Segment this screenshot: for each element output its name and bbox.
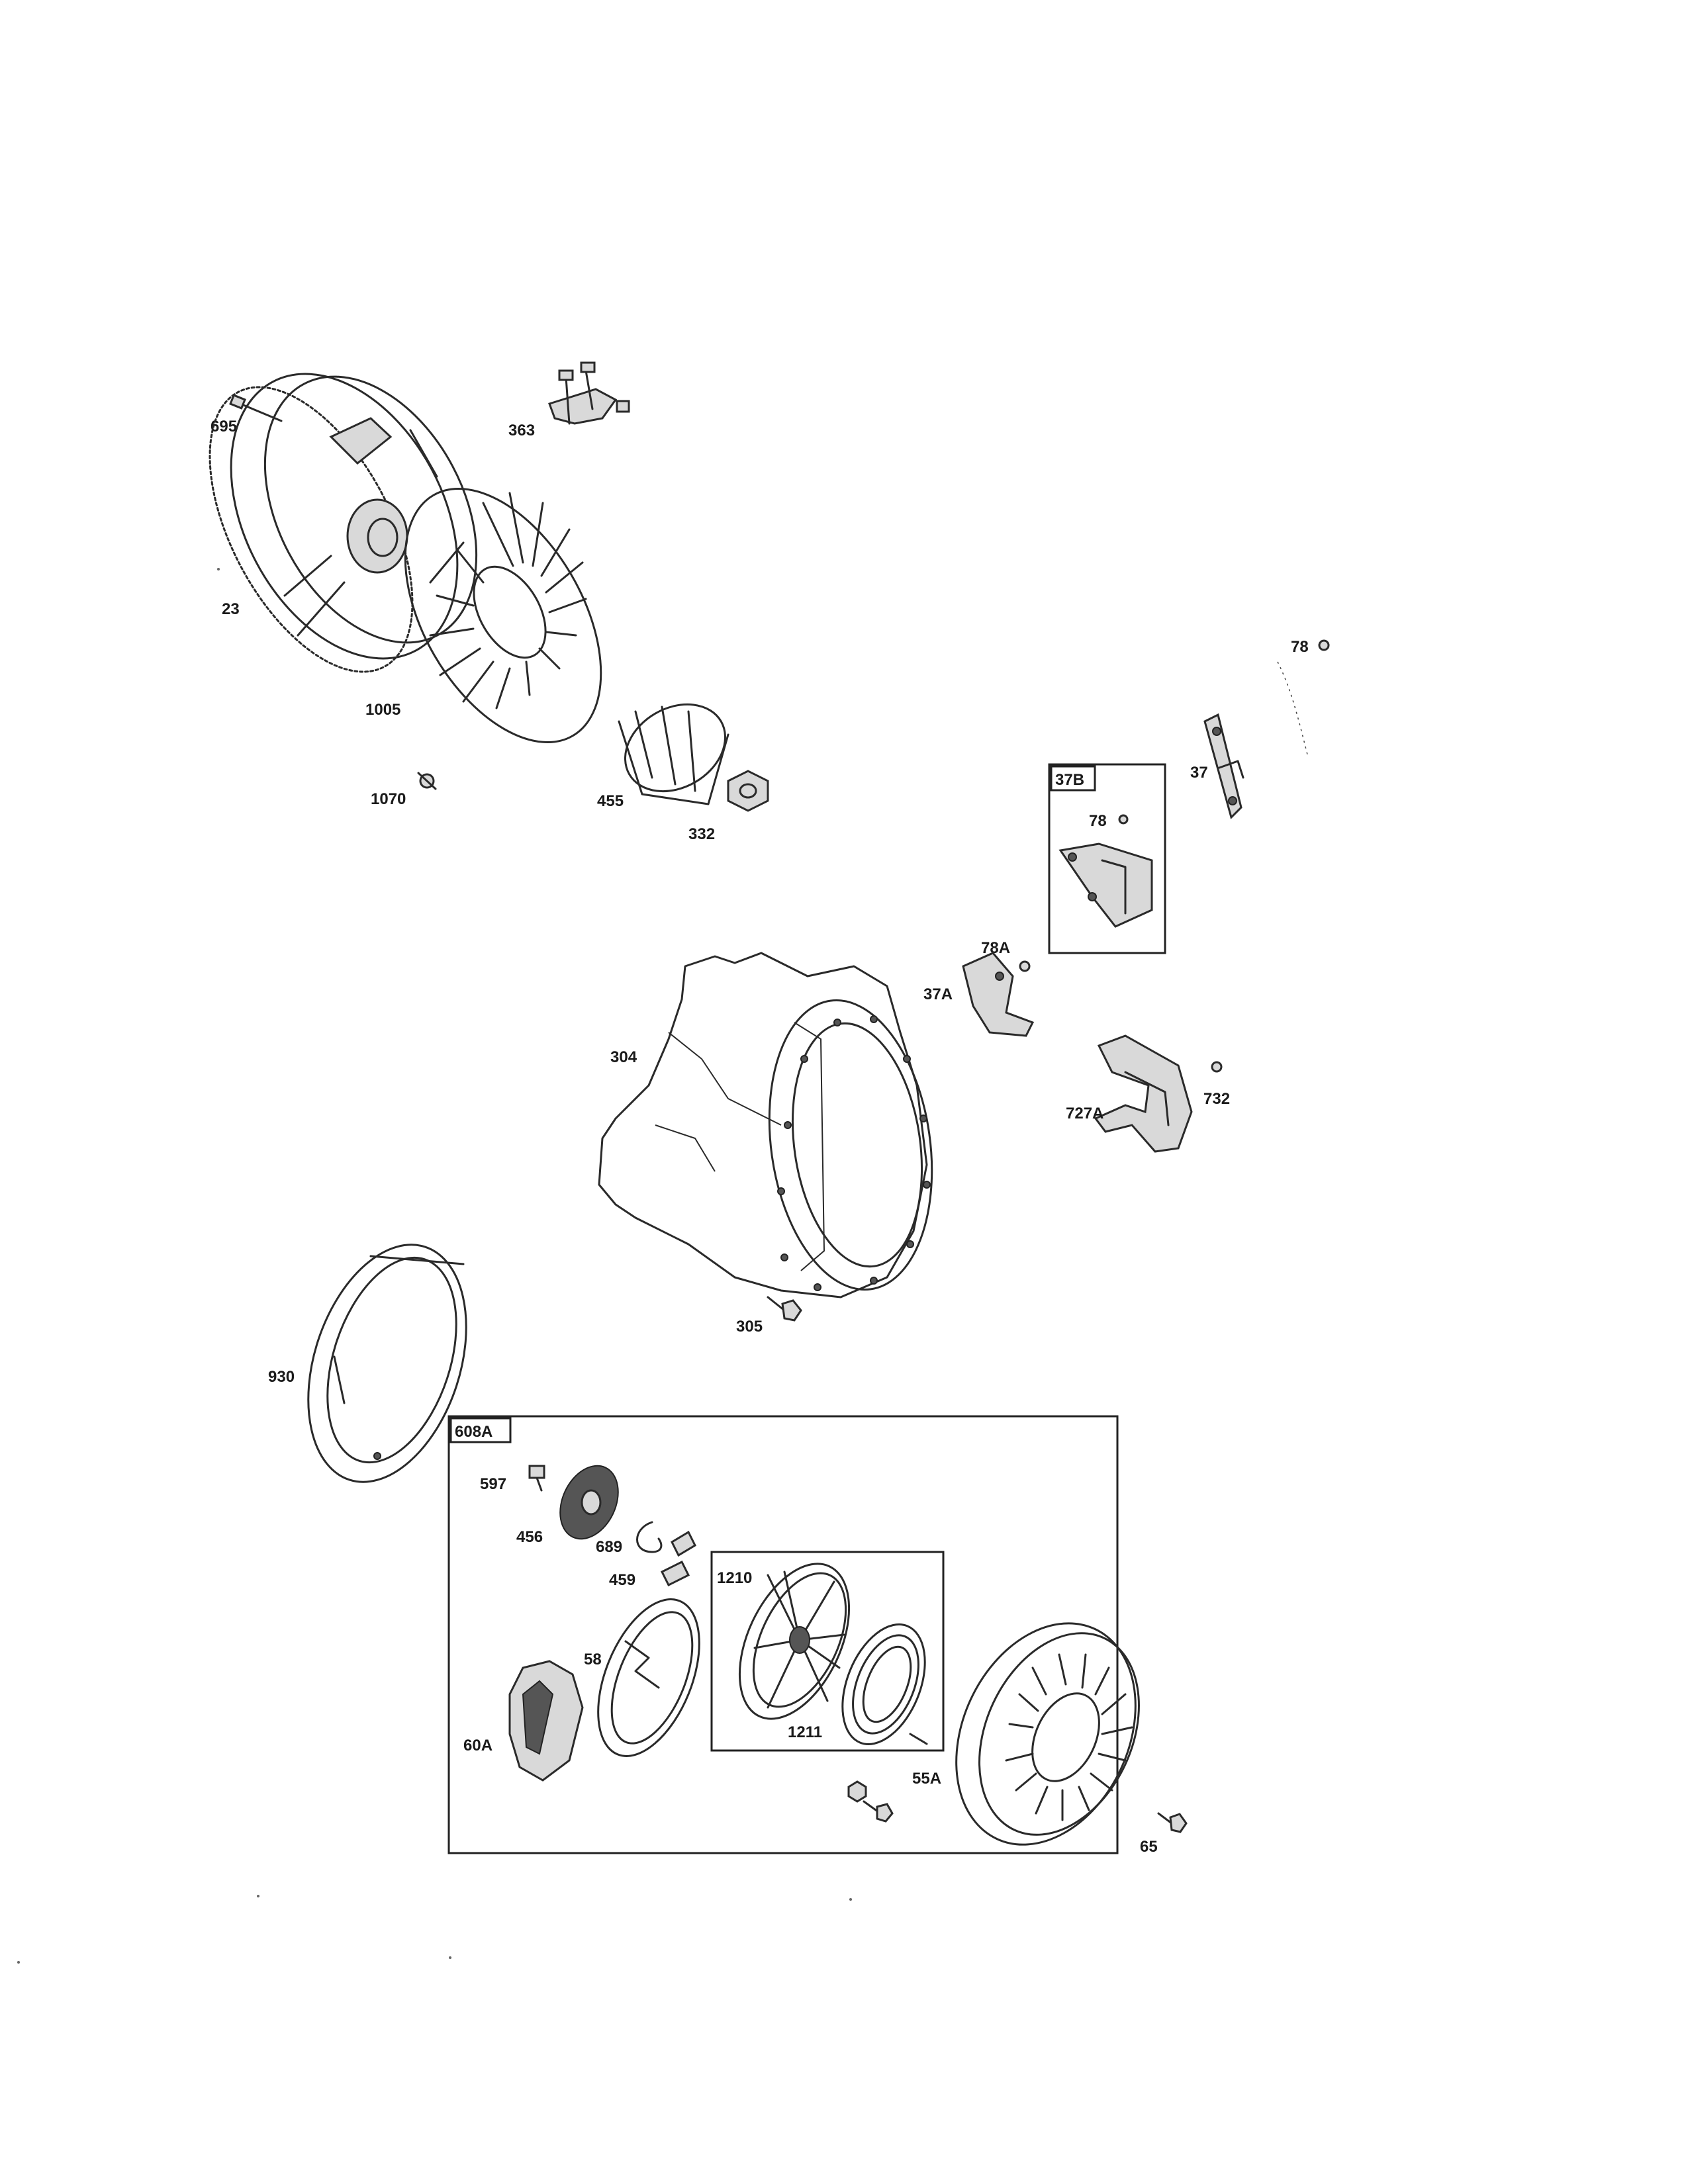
- part-65-bolt: [1157, 1812, 1188, 1833]
- label-37: 37: [1190, 764, 1208, 782]
- scan-speckles: [17, 568, 852, 1964]
- kit-1210-box: [710, 1551, 945, 1752]
- part-1070-screw: [417, 772, 437, 790]
- part-1210-pulley: [738, 1563, 851, 1720]
- label-930: 930: [268, 1368, 295, 1386]
- label-332: 332: [688, 825, 715, 843]
- part-37b-bracket: [1058, 842, 1153, 928]
- kit-608a-box: [447, 1415, 1119, 1854]
- part-732-screw: [1211, 1061, 1223, 1073]
- part-78a-screw: [1019, 960, 1031, 972]
- part-78-screw-top: [1318, 639, 1330, 651]
- label-78a: 78A: [981, 939, 1010, 957]
- part-455-cup: [618, 703, 729, 805]
- part-37a-bracket: [962, 952, 1035, 1037]
- label-459: 459: [609, 1571, 635, 1589]
- label-65: 65: [1140, 1838, 1158, 1856]
- label-727a: 727A: [1066, 1105, 1103, 1122]
- part-459-pawls: [660, 1530, 696, 1587]
- label-55a: 55A: [912, 1770, 941, 1788]
- label-37a: 37A: [923, 985, 953, 1003]
- part-58-spring: [597, 1598, 700, 1757]
- label-1211: 1211: [788, 1723, 822, 1741]
- part-597-screw: [528, 1465, 545, 1492]
- leader-78-top: [1277, 661, 1308, 755]
- part-screw-box: [863, 1800, 894, 1823]
- part-930-screen: [307, 1244, 467, 1483]
- label-689: 689: [596, 1538, 622, 1556]
- label-732: 732: [1203, 1090, 1230, 1108]
- label-455: 455: [597, 792, 624, 810]
- label-305: 305: [736, 1318, 763, 1336]
- part-23-flywheel: [209, 373, 478, 673]
- part-305-bolt: [767, 1296, 802, 1322]
- part-78-screw-box: [1118, 814, 1129, 825]
- part-689-clip: [636, 1521, 663, 1553]
- part-727a-shield: [1094, 1034, 1193, 1153]
- part-363-bracket: [548, 361, 630, 425]
- part-456-pawl-plate: [559, 1465, 619, 1540]
- label-78-top: 78: [1291, 638, 1309, 656]
- part-nut-box: [847, 1780, 867, 1803]
- label-304: 304: [610, 1048, 637, 1066]
- label-1070: 1070: [371, 790, 406, 808]
- label-78-box: 78: [1089, 812, 1107, 830]
- label-60a: 60A: [463, 1737, 492, 1754]
- part-1211-recoil-spring: [841, 1623, 928, 1745]
- part-37-bracket: [1203, 713, 1244, 819]
- label-37b: 37B: [1055, 771, 1084, 789]
- fan-blades: [429, 492, 587, 709]
- part-55a-starter-cover: [955, 1622, 1140, 1846]
- part-60a-handle: [508, 1660, 584, 1782]
- label-1210: 1210: [717, 1569, 752, 1587]
- cover-vents: [1005, 1653, 1133, 1821]
- label-23: 23: [222, 600, 240, 618]
- kit-37b-box: [1048, 763, 1166, 954]
- label-58: 58: [584, 1651, 602, 1668]
- label-597: 597: [480, 1475, 506, 1493]
- housing-bolt-holes: [777, 1015, 931, 1291]
- label-456: 456: [516, 1528, 543, 1546]
- part-304-blower-housing: [598, 952, 933, 1298]
- part-1005-fan: [404, 487, 602, 744]
- part-332-nut: [727, 770, 769, 812]
- label-608a: 608A: [455, 1423, 492, 1441]
- label-363: 363: [508, 422, 535, 439]
- label-1005: 1005: [365, 701, 400, 719]
